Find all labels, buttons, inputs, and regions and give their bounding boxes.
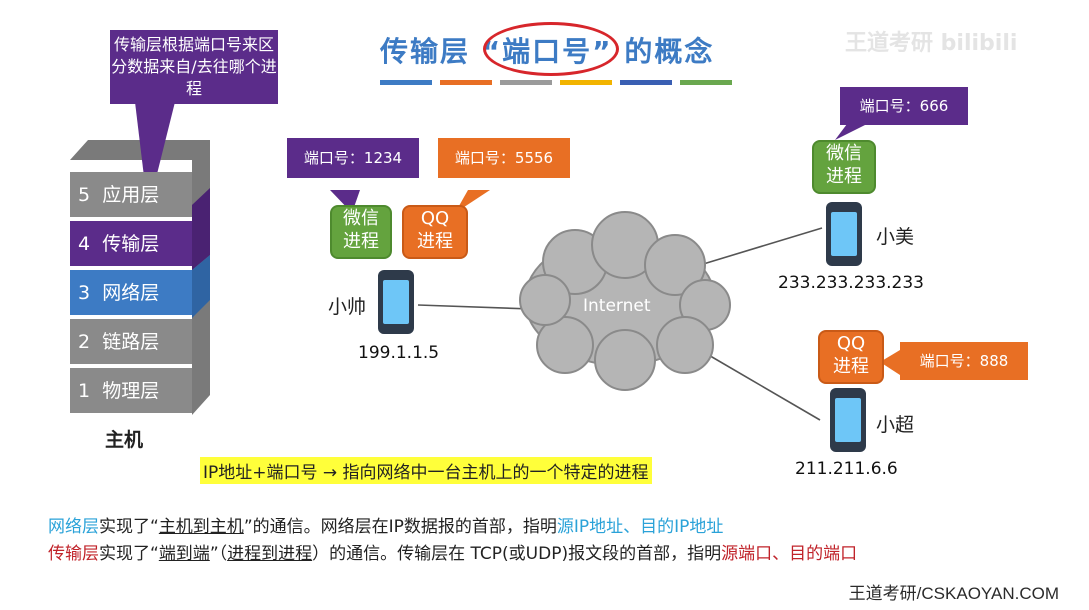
port-label-wechat-left: 端口号：1234 xyxy=(287,138,419,178)
process-wechat-right: 微信 进程 xyxy=(812,140,876,194)
layer-network: 3 网络层 xyxy=(70,270,192,316)
key-statement: IP地址+端口号 → 指向网络中一台主机上的一个特定的进程 xyxy=(200,457,652,484)
host-name-bottom-right: 小超 xyxy=(876,410,914,437)
host-name-left: 小帅 xyxy=(328,292,366,319)
link-bottom-right xyxy=(700,350,820,420)
layer-link: 2 链路层 xyxy=(70,319,192,365)
cloud-label: Internet xyxy=(583,296,651,316)
layer-transport: 4 传输层 xyxy=(70,221,192,267)
ip-top-right: 233.233.233.233 xyxy=(778,273,924,293)
ip-bottom-right: 211.211.6.6 xyxy=(795,459,898,479)
layer-physical: 1 物理层 xyxy=(70,368,192,414)
phone-icon xyxy=(826,202,862,266)
layer-application: 5 应用层 xyxy=(70,172,192,218)
network-layer-summary: 网络层实现了“主机到主机”的通信。网络层在IP数据报的首部，指明源IP地址、目的… xyxy=(48,512,723,537)
ip-left: 199.1.1.5 xyxy=(358,343,439,363)
port-label-qq-right: 端口号：888 xyxy=(900,342,1028,380)
process-qq-right: QQ 进程 xyxy=(818,330,884,384)
transport-layer-summary: 传输层实现了“端到端”（进程到进程）的通信。传输层在 TCP(或UDP)报文段的… xyxy=(48,539,857,564)
host-label: 主机 xyxy=(105,425,143,452)
process-wechat-left: 微信 进程 xyxy=(330,205,392,259)
port-label-qq-left: 端口号：5556 xyxy=(438,138,570,178)
process-qq-left: QQ 进程 xyxy=(402,205,468,259)
host-name-top-right: 小美 xyxy=(876,222,914,249)
host-callout: 传输层根据端口号来区分数据来自/去往哪个进程 xyxy=(110,30,278,104)
phone-icon xyxy=(378,270,414,334)
phone-icon xyxy=(830,388,866,452)
port-label-wechat-right: 端口号：666 xyxy=(840,87,968,125)
link-top-right xyxy=(700,228,822,265)
footer-brand: 王道考研/CSKAOYAN.COM xyxy=(849,579,1059,604)
